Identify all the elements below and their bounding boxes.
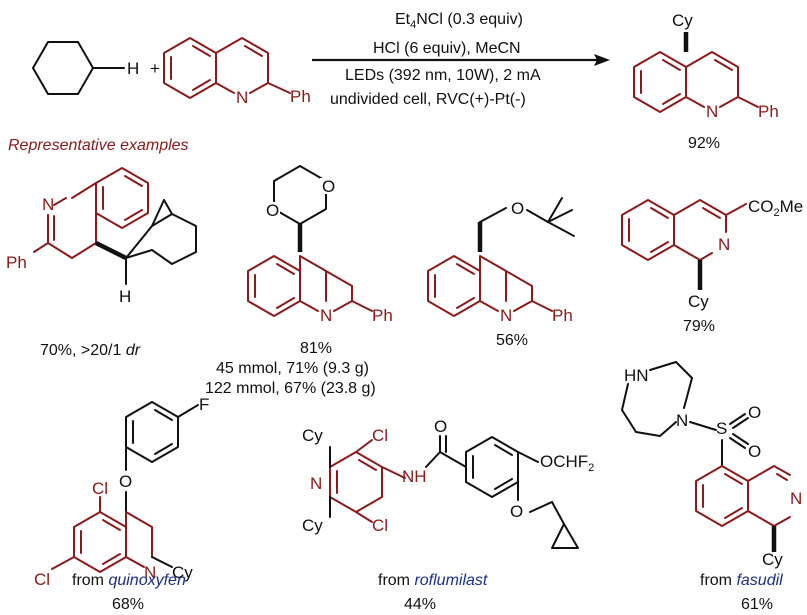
example6-ochf2-label: OCHF2 <box>540 452 594 474</box>
condition-line-4: undivided cell, RVC(+)-Pt(-) <box>330 91 526 108</box>
example-dioxane: O O N Ph 81% 45 mmol, 71% (9.3 g) 122 mm… <box>205 165 393 397</box>
example2-o1-label: O <box>322 177 335 196</box>
example7-n1-label: N <box>676 411 688 430</box>
example5-n-label: N <box>144 563 156 582</box>
example6-o1-label: O <box>434 417 447 436</box>
condition-line-2: HCl (6 equiv), MeCN <box>373 40 521 57</box>
h-label: H <box>127 59 139 78</box>
example2-o2-label: O <box>266 201 279 220</box>
example4-n-label: N <box>718 235 730 254</box>
example-fasudil: HN N S O O N Cy from fasudil 61% <box>621 361 802 613</box>
example1-yield: 70%, >20/1 dr <box>40 342 141 359</box>
ph-label: Ph <box>290 87 311 106</box>
example6-source: from roflumilast <box>378 572 488 589</box>
example-isoquinoline-ester: N CO2Me Cy 79% <box>621 197 803 335</box>
example4-cy-label: Cy <box>688 292 709 311</box>
example4-ester-label: CO2Me <box>748 197 803 219</box>
example1-h-label: H <box>119 287 131 306</box>
product-n-label: N <box>706 102 718 121</box>
n-label: N <box>236 88 248 107</box>
example6-cy1-label: Cy <box>302 426 323 445</box>
example7-s-label: S <box>716 419 727 438</box>
example7-hn-label: HN <box>624 366 649 385</box>
product-yield: 92% <box>688 135 720 152</box>
example2-yield: 81% <box>300 340 332 357</box>
example4-yield: 79% <box>683 318 715 335</box>
example3-n-label: N <box>500 306 512 325</box>
condition-line-1: Et4NCl (0.3 equiv) <box>395 11 523 31</box>
example5-cy-label: Cy <box>172 563 193 582</box>
example-norbornyl: N Ph H 70%, >20/1 dr <box>6 167 197 359</box>
example5-cl1-label: Cl <box>92 479 108 498</box>
example2-ph-label: Ph <box>372 306 393 325</box>
example6-yield: 44% <box>404 596 436 613</box>
example7-o1-label: O <box>748 403 761 422</box>
example1-ph-label: Ph <box>6 253 27 272</box>
product-ph-label: Ph <box>758 102 779 121</box>
example5-o-label: O <box>119 472 132 491</box>
example-roflumilast: N Cy Cy Cl Cl NH O OCHF2 O from roflumil… <box>302 417 594 613</box>
example7-o2-label: O <box>748 442 761 461</box>
example5-cl2-label: Cl <box>34 570 50 589</box>
example7-source: from fasudil <box>700 572 783 589</box>
example6-cl1-label: Cl <box>372 426 388 445</box>
example6-n-label: N <box>310 474 322 493</box>
example2-scale-2: 122 mmol, 67% (23.8 g) <box>205 380 376 397</box>
plus-sign: + <box>150 59 160 78</box>
example-tert-butoxymethyl: O N Ph 56% <box>427 197 575 349</box>
example3-o-label: O <box>511 199 524 218</box>
example2-scale-1: 45 mmol, 71% (9.3 g) <box>216 360 369 377</box>
section-title: Representative examples <box>8 137 189 154</box>
example5-f-label: F <box>199 395 209 414</box>
example7-yield: 61% <box>741 596 773 613</box>
example6-o2-label: O <box>510 502 523 521</box>
example1-n-label: N <box>42 195 54 214</box>
product-structure: Cy N Ph 92% <box>633 11 779 152</box>
reaction-arrow <box>312 54 610 66</box>
example-quinoxyfen: F O Cl Cl N Cy from quinoxyfen 68% <box>34 395 209 613</box>
example5-yield: 68% <box>112 596 144 613</box>
product-cy-label: Cy <box>672 11 693 30</box>
example7-n2-label: N <box>790 489 802 508</box>
example6-cy2-label: Cy <box>302 516 323 535</box>
example2-n-label: N <box>320 306 332 325</box>
example6-nh-label: NH <box>402 467 427 486</box>
phenylquinoline-reactant: N Ph <box>163 37 311 107</box>
example3-ph-label: Ph <box>552 306 573 325</box>
cyclohexane-reactant: H <box>32 41 139 95</box>
example5-source: from quinoxyfen <box>72 572 186 589</box>
example6-cl2-label: Cl <box>372 516 388 535</box>
condition-line-3: LEDs (392 nm, 10W), 2 mA <box>345 67 541 84</box>
reaction-conditions: Et4NCl (0.3 equiv) HCl (6 equiv), MeCN L… <box>330 11 541 108</box>
example7-cy-label: Cy <box>762 550 783 569</box>
example3-yield: 56% <box>496 332 528 349</box>
